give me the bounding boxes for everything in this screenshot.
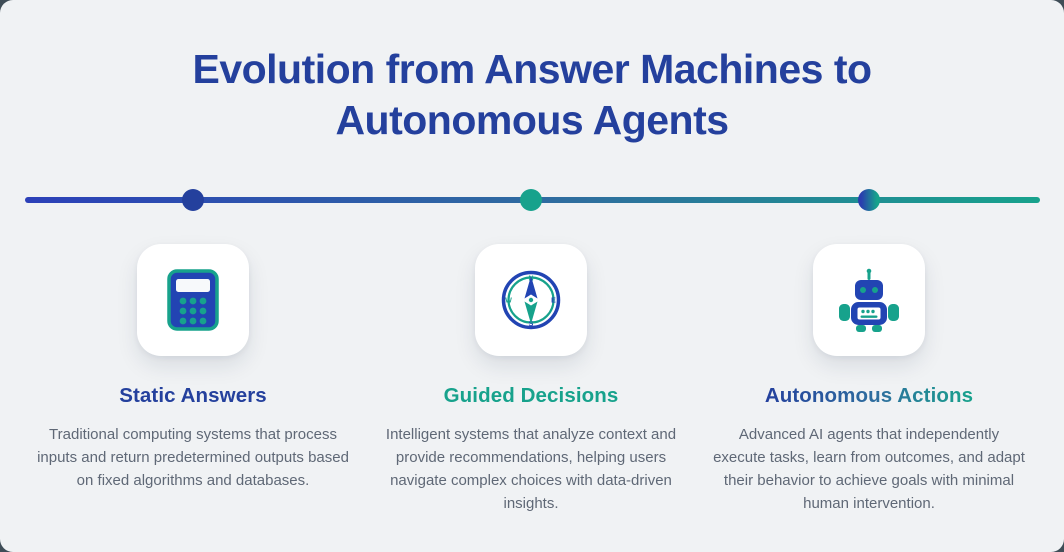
page-title: Evolution from Answer Machines to Autono…	[192, 46, 872, 143]
stage-title: Static Answers	[119, 384, 267, 407]
compass-cardinal-e: E	[551, 298, 556, 305]
icon-card	[137, 244, 249, 356]
timeline-dot-guided-decisions	[520, 189, 542, 211]
compass-icon: N E S W	[501, 270, 561, 330]
stage-autonomous-actions: Autonomous Actions Advanced AI agents th…	[700, 244, 1038, 515]
stage-guided-decisions: N E S W Guided Decisions Intelligent sys…	[362, 244, 700, 515]
compass-cardinal-s: S	[529, 321, 534, 328]
stage-title: Autonomous Actions	[764, 384, 974, 407]
robot-icon	[839, 268, 899, 332]
icon-card	[813, 244, 925, 356]
timeline-dot-autonomous-actions	[858, 189, 880, 211]
compass-cardinal-w: W	[505, 298, 512, 305]
stages-row: Static Answers Traditional computing sys…	[24, 244, 1038, 515]
stage-description: Intelligent systems that analyze context…	[385, 426, 677, 512]
page-title-wrap: Evolution from Answer Machines to Autono…	[0, 44, 1064, 146]
stage-description: Advanced AI agents that independently ex…	[713, 426, 1025, 512]
stage-description: Traditional computing systems that proce…	[37, 426, 349, 489]
timeline-dot-static-answers	[182, 189, 204, 211]
calculator-icon	[167, 269, 219, 331]
icon-card: N E S W	[475, 244, 587, 356]
stage-static-answers: Static Answers Traditional computing sys…	[24, 244, 362, 515]
stage-title: Guided Decisions	[443, 384, 619, 407]
